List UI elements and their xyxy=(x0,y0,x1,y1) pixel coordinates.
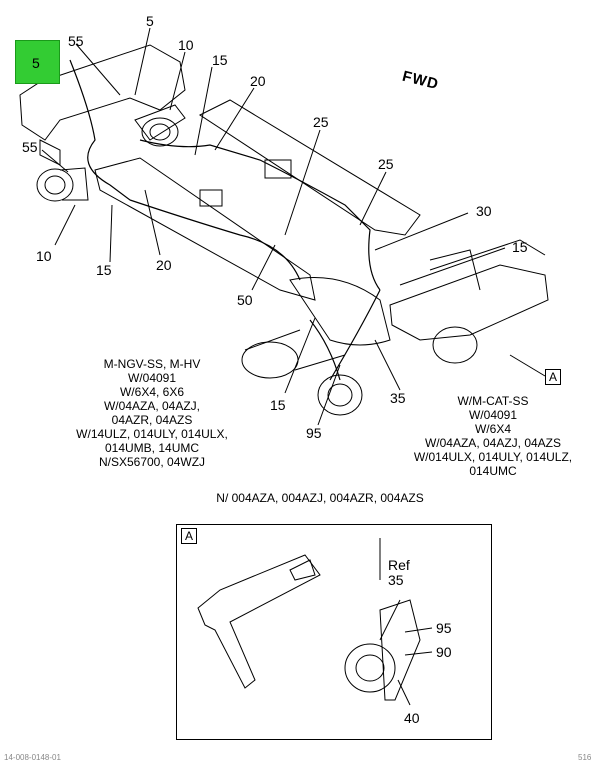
callout-95: 95 xyxy=(306,425,322,441)
callout-50: 50 xyxy=(237,292,253,308)
note-line: W/6X4, 6X6 xyxy=(119,385,185,399)
frame-bracket-upper-left xyxy=(19,44,186,141)
brake-chamber-top xyxy=(141,117,179,147)
crossmember-right xyxy=(389,264,549,341)
callout-35: 35 xyxy=(390,390,406,406)
callout-55-left: 55 xyxy=(22,139,38,155)
callout-10-left: 10 xyxy=(36,248,52,264)
note-line: W/04091 xyxy=(127,371,177,385)
detail-view-tag: A xyxy=(181,528,197,544)
highlighted-callout-box: 5 xyxy=(15,40,60,84)
callout-20-mid: 20 xyxy=(156,257,172,273)
view-tag-a: A xyxy=(545,369,561,385)
footer-drawing-number: 14-008-0148-01 xyxy=(4,753,61,762)
note-line: W/04AZA, 04AZJ, xyxy=(103,399,201,413)
air-line-main xyxy=(69,59,301,281)
callout-15-top: 15 xyxy=(212,52,228,68)
highlighted-callout-number: 5 xyxy=(32,55,40,71)
callout-30: 30 xyxy=(476,203,492,219)
callout-5-top: 5 xyxy=(146,13,154,29)
note-line: 04AZR, 04AZS xyxy=(111,413,193,427)
detail-ref-label: Ref xyxy=(388,557,410,573)
detail-callout-90: 90 xyxy=(436,644,452,660)
brake-chamber-left xyxy=(36,168,74,202)
callout-15-right: 15 xyxy=(512,239,528,255)
note-line: W/6X4 xyxy=(474,422,511,436)
note-line: W/14ULZ, 014ULY, 014ULX, xyxy=(76,427,228,441)
detail-brake-chamber xyxy=(344,643,396,693)
frame-rail-middle xyxy=(94,157,316,301)
detail-callout-95: 95 xyxy=(436,620,452,636)
frame-rail-upper xyxy=(198,99,421,236)
brake-chamber-lower xyxy=(317,374,363,416)
footer-page-number: 516 xyxy=(578,753,592,762)
applicability-note-bottom: N/ 004AZA, 004AZJ, 004AZR, 004AZS xyxy=(216,491,424,505)
callout-15-bottom: 15 xyxy=(270,397,286,413)
callout-20-top: 20 xyxy=(250,73,266,89)
air-line-upper xyxy=(139,139,381,291)
callout-25-upper: 25 xyxy=(313,114,329,130)
note-line: N/SX56700, 04WZJ xyxy=(98,455,206,469)
note-line: W/M-CAT-SS xyxy=(457,394,529,408)
callout-55-top: 55 xyxy=(68,33,84,49)
axle-housing xyxy=(289,277,391,346)
callout-25-right: 25 xyxy=(378,156,394,172)
note-line: W/014ULX, 014ULY, 014ULZ, xyxy=(413,450,573,464)
detail-callout-40: 40 xyxy=(404,710,420,726)
air-line-lower xyxy=(309,319,341,381)
detail-view-frame xyxy=(176,524,492,740)
note-line: 014UMB, 14UMC xyxy=(104,441,200,455)
detail-frame-bracket xyxy=(197,554,321,689)
applicability-note-left: M-NGV-SS, M-HV W/04091 W/6X4, 6X6 W/04AZ… xyxy=(52,357,252,469)
note-line: 014UMC xyxy=(469,464,517,478)
note-line: W/04091 xyxy=(468,408,518,422)
callout-10-top: 10 xyxy=(178,37,194,53)
applicability-note-right: W/M-CAT-SS W/04091 W/6X4 W/04AZA, 04AZJ,… xyxy=(398,394,588,478)
valve-upper xyxy=(264,159,292,179)
note-line: M-NGV-SS, M-HV xyxy=(103,357,201,371)
callout-15-left: 15 xyxy=(96,262,112,278)
detail-ref-number: 35 xyxy=(388,572,404,588)
note-line: W/04AZA, 04AZJ, 04AZS xyxy=(424,436,562,450)
valve-center xyxy=(199,189,223,207)
